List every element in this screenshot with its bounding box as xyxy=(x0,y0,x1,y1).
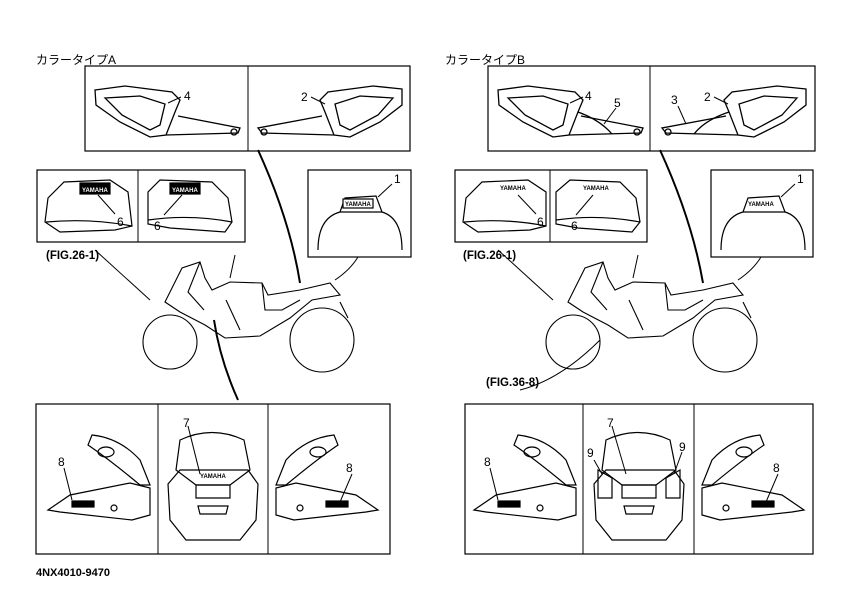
side-cover-right-a xyxy=(256,85,403,138)
fairing-front-a: YAMAHA xyxy=(167,431,259,541)
fairing-right-b xyxy=(555,179,641,233)
callout-b-8-left: 8 xyxy=(484,455,491,469)
fairing-decal-box-b xyxy=(454,169,648,243)
side-cover-right-b xyxy=(660,85,807,138)
fig-ref-b-bottom: (FIG.36-8) xyxy=(486,377,540,389)
callout-b-5: 5 xyxy=(614,96,621,110)
fairing-left-b xyxy=(462,179,547,233)
fairing-side-left-b xyxy=(472,434,577,521)
fairing-right-a xyxy=(147,179,233,233)
callout-b-2: 2 xyxy=(704,90,711,104)
emblem-a-right: YAMAHA xyxy=(172,188,198,194)
rear-cowl-a xyxy=(317,195,403,251)
callout-b-7: 7 xyxy=(607,416,614,430)
side-cover-box-b xyxy=(487,65,816,152)
callout-a-6-right: 6 xyxy=(154,219,161,233)
callout-b-9-right: 9 xyxy=(679,440,686,454)
callout-b-4: 4 xyxy=(585,89,592,103)
side-cover-left-a xyxy=(94,85,241,138)
motorcycle-side-view-b xyxy=(545,261,758,373)
callout-b-9-left: 9 xyxy=(587,446,594,460)
callout-a-4: 4 xyxy=(184,89,191,103)
fairing-left-a xyxy=(44,179,133,233)
rear-cowl-box-a xyxy=(307,169,412,258)
front-fairing-box-a xyxy=(35,403,391,555)
callout-b-6-left: 6 xyxy=(537,215,544,229)
callout-a-7: 7 xyxy=(183,416,190,430)
color-type-b-title: カラータイプB xyxy=(445,53,526,67)
svg-text:YAMAHA: YAMAHA xyxy=(200,474,226,480)
callout-b-3: 3 xyxy=(671,93,678,107)
front-fairing-box-b xyxy=(464,403,814,555)
fairing-decal-box-a xyxy=(36,169,246,243)
emblem-b-left: YAMAHA xyxy=(500,186,526,192)
part-code: 4NX4010-9470 xyxy=(36,567,111,579)
fig-ref-a: (FIG.26-1) xyxy=(46,250,100,262)
rear-cowl-box-b xyxy=(710,169,814,258)
color-type-a-title: カラータイプA xyxy=(36,53,117,67)
callout-b-6-right: 6 xyxy=(571,219,578,233)
emblem-a-rear: YAMAHA xyxy=(345,202,371,208)
motorcycle-side-view-a xyxy=(142,261,355,373)
fairing-side-right-a xyxy=(275,434,380,521)
emblem-a-left: YAMAHA xyxy=(82,188,108,194)
callout-a-2: 2 xyxy=(301,90,308,104)
panel-a: YAMAHA 4 2 6 6 1 7 8 8 YAMAHA YAMAHA YAM… xyxy=(35,65,412,555)
emblem-b-rear: YAMAHA xyxy=(748,202,774,208)
emblem-b-right: YAMAHA xyxy=(583,186,609,192)
callout-a-6-left: 6 xyxy=(117,215,124,229)
side-cover-left-b xyxy=(497,85,644,138)
callout-a-8-left: 8 xyxy=(58,455,65,469)
panel-b: 4 5 3 2 6 6 1 7 9 9 8 8 YAMAHA YAMAHA YA… xyxy=(454,65,816,555)
rear-cowl-b xyxy=(720,195,806,251)
callout-a-8-right: 8 xyxy=(346,461,353,475)
callout-b-8-right: 8 xyxy=(773,461,780,475)
callout-a-1: 1 xyxy=(394,172,401,186)
fairing-side-right-b xyxy=(701,434,806,521)
fairing-side-left-a xyxy=(46,434,151,521)
callout-b-1: 1 xyxy=(797,172,804,186)
fig-ref-b-top: (FIG.26-1) xyxy=(463,250,517,262)
fairing-front-b xyxy=(593,431,685,541)
